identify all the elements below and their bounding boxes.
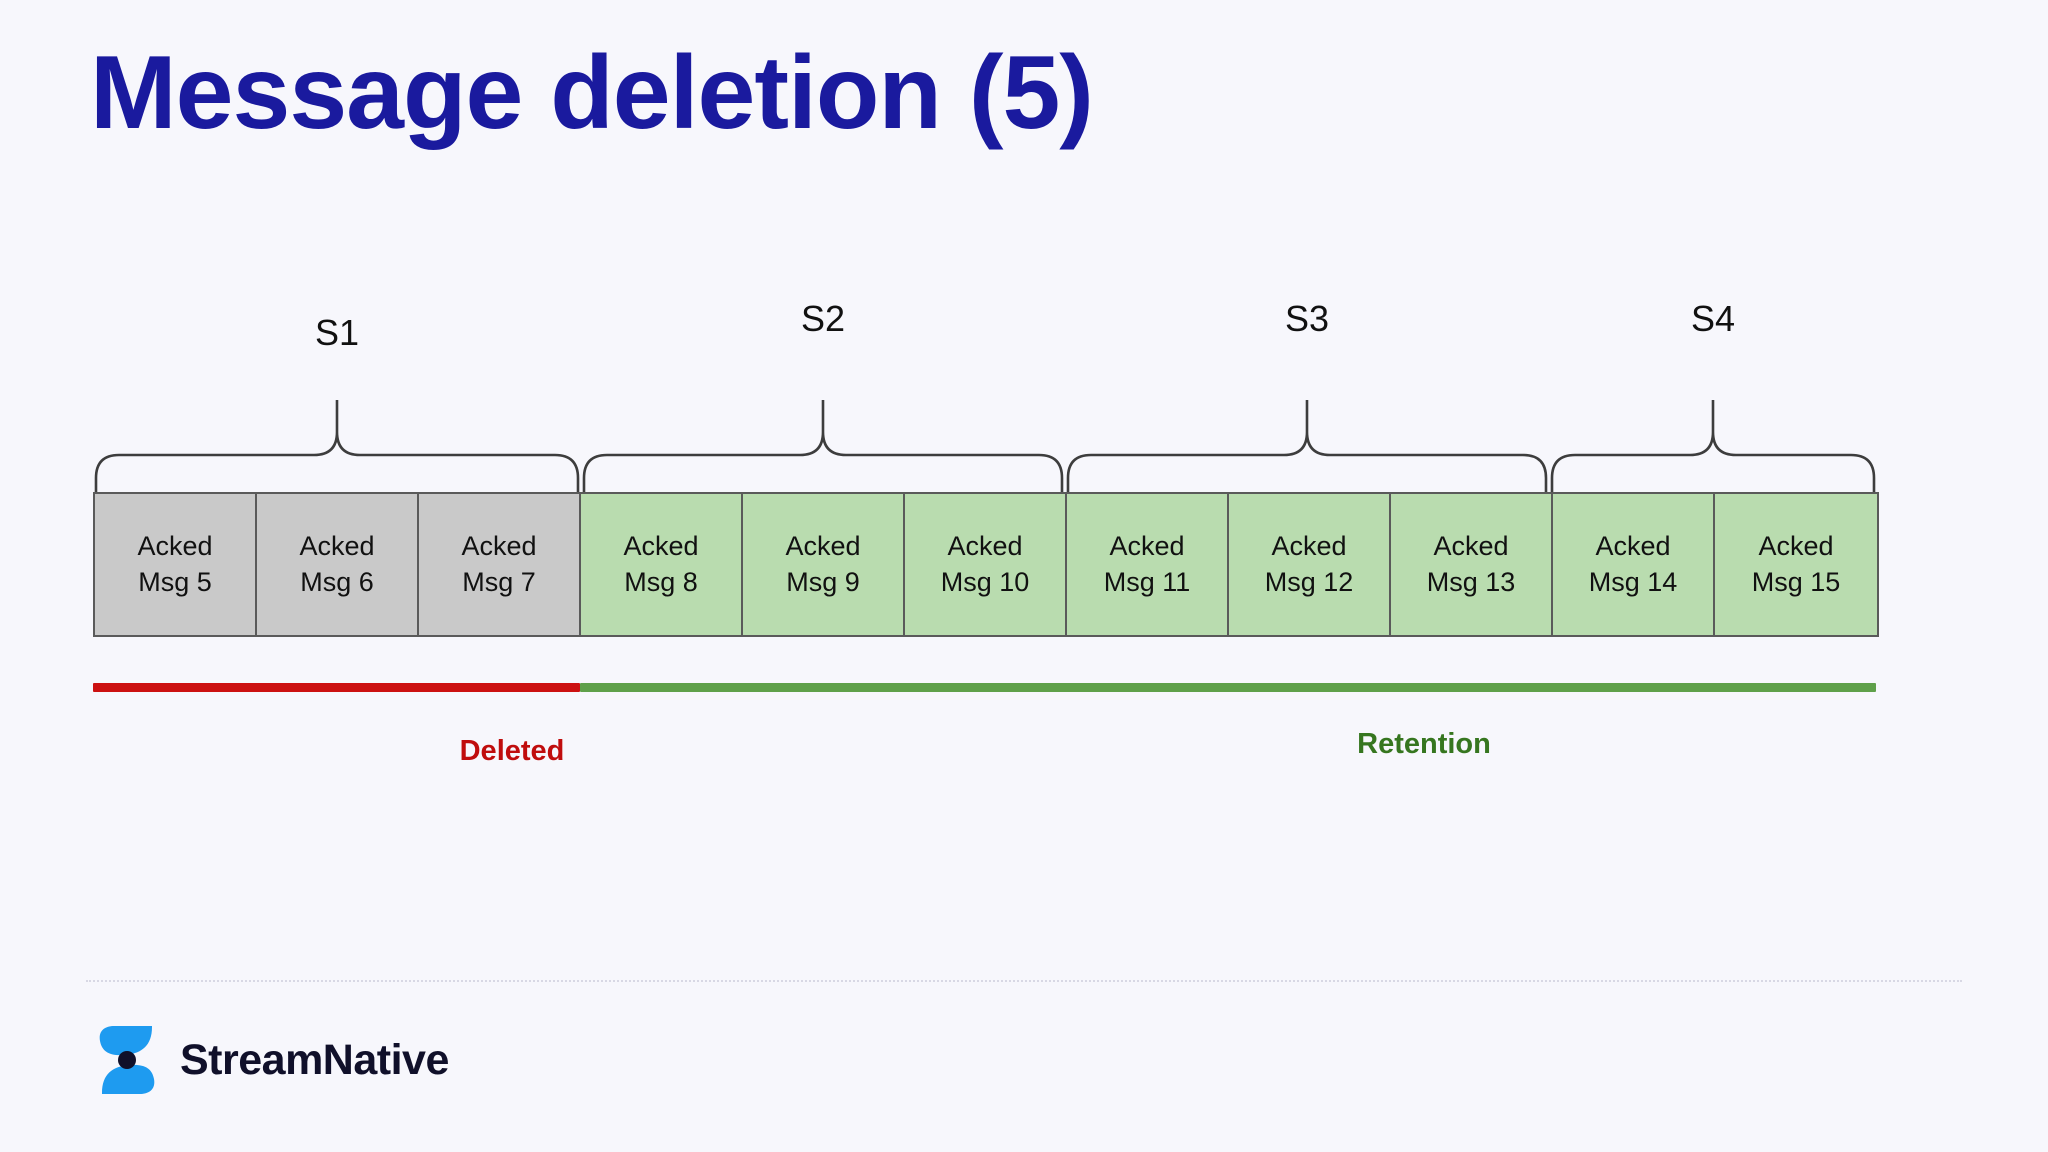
brace-s2 (582, 400, 1064, 494)
brand-logo: StreamNative (96, 1025, 449, 1095)
message-cell-status: Acked (785, 530, 861, 561)
message-cell: Acked Msg 14 (1553, 494, 1715, 635)
message-cell-status: Acked (1109, 530, 1185, 561)
message-cell-id: Msg 5 (138, 566, 212, 597)
message-row: Acked Msg 5 Acked Msg 6 Acked Msg 7 Acke… (93, 492, 1879, 637)
message-cell-status: Acked (623, 530, 699, 561)
deleted-range-bar (93, 683, 580, 692)
message-cell: Acked Msg 10 (905, 494, 1067, 635)
message-cell: Acked Msg 6 (257, 494, 419, 635)
segment-label-s1: S1 (314, 312, 360, 353)
message-cell: Acked Msg 5 (95, 494, 257, 635)
footer-divider (86, 980, 1962, 982)
message-cell-status: Acked (1595, 530, 1671, 561)
message-cell-id: Msg 15 (1751, 566, 1841, 597)
message-cell-status: Acked (947, 530, 1023, 561)
segment-label-s2: S2 (800, 298, 846, 339)
message-cell-id: Msg 6 (300, 566, 374, 597)
segment-label-s3: S3 (1284, 298, 1330, 339)
message-cell: Acked Msg 9 (743, 494, 905, 635)
message-cell: Acked Msg 8 (581, 494, 743, 635)
retention-label: Retention (1357, 728, 1491, 760)
message-cell: Acked Msg 11 (1067, 494, 1229, 635)
message-cell-id: Msg 8 (624, 566, 698, 597)
message-cell-status: Acked (299, 530, 375, 561)
message-cell-id: Msg 9 (786, 566, 860, 597)
message-cell-id: Msg 14 (1588, 566, 1678, 597)
brand-name: StreamNative (180, 1035, 449, 1084)
message-cell: Acked Msg 12 (1229, 494, 1391, 635)
segment-label-s4: S4 (1690, 298, 1736, 339)
retention-range-bar (580, 683, 1876, 692)
message-cell-id: Msg 11 (1103, 566, 1191, 597)
deleted-label: Deleted (459, 735, 565, 767)
message-cell-id: Msg 13 (1426, 566, 1516, 597)
message-cell-status: Acked (1271, 530, 1347, 561)
message-cell-id: Msg 7 (462, 566, 536, 597)
brace-s4 (1550, 400, 1876, 494)
message-cell-status: Acked (1758, 530, 1834, 561)
message-cell-status: Acked (137, 530, 213, 561)
message-cell-id: Msg 12 (1264, 566, 1354, 597)
message-cell: Acked Msg 13 (1391, 494, 1553, 635)
streamnative-s-logo-icon (99, 1026, 155, 1094)
brace-s3 (1066, 400, 1548, 494)
message-cell: Acked Msg 15 (1715, 494, 1877, 635)
page-title: Message deletion (5) (90, 35, 1094, 151)
message-cell-id: Msg 10 (940, 566, 1030, 597)
message-cell-status: Acked (461, 530, 537, 561)
message-cell-status: Acked (1433, 530, 1509, 561)
brace-s1 (94, 400, 580, 494)
message-cell: Acked Msg 7 (419, 494, 581, 635)
